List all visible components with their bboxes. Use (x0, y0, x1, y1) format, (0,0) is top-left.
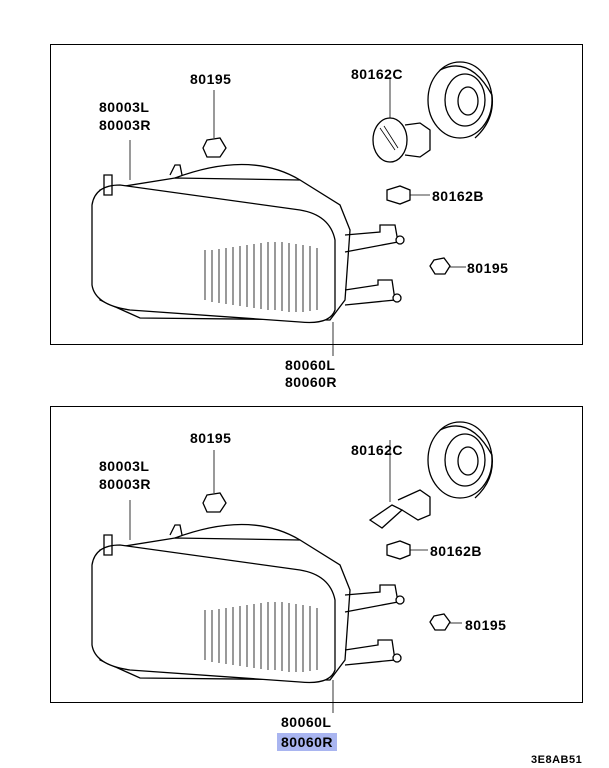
label-assy-right-top: 80060R (285, 374, 338, 390)
headlamp-assembly-top (91, 61, 494, 356)
headlamp-assembly-bottom (91, 421, 494, 713)
label-housing-left-bottom: 80003L (99, 458, 150, 474)
label-nut-side-top: 80195 (467, 260, 509, 276)
label-bulb-main-bottom: 80162C (351, 442, 404, 458)
label-bulb-small-top: 80162B (432, 188, 485, 204)
label-bulb-main-top: 80162C (351, 66, 404, 82)
label-assy-right-bottom-highlighted[interactable]: 80060R (277, 733, 338, 751)
label-housing-right-top: 80003R (99, 117, 152, 133)
diagram-code: 3E8AB51 (531, 754, 583, 766)
label-housing-left-top: 80003L (99, 99, 150, 115)
label-nut-top: 80195 (190, 71, 232, 87)
label-assy-left-top: 80060L (285, 357, 336, 373)
label-bulb-small-bottom: 80162B (430, 543, 483, 559)
label-assy-left-bottom: 80060L (281, 714, 332, 730)
label-nut-side-bottom: 80195 (465, 617, 507, 633)
label-nut-top-bottom: 80195 (190, 430, 232, 446)
label-housing-right-bottom: 80003R (99, 476, 152, 492)
